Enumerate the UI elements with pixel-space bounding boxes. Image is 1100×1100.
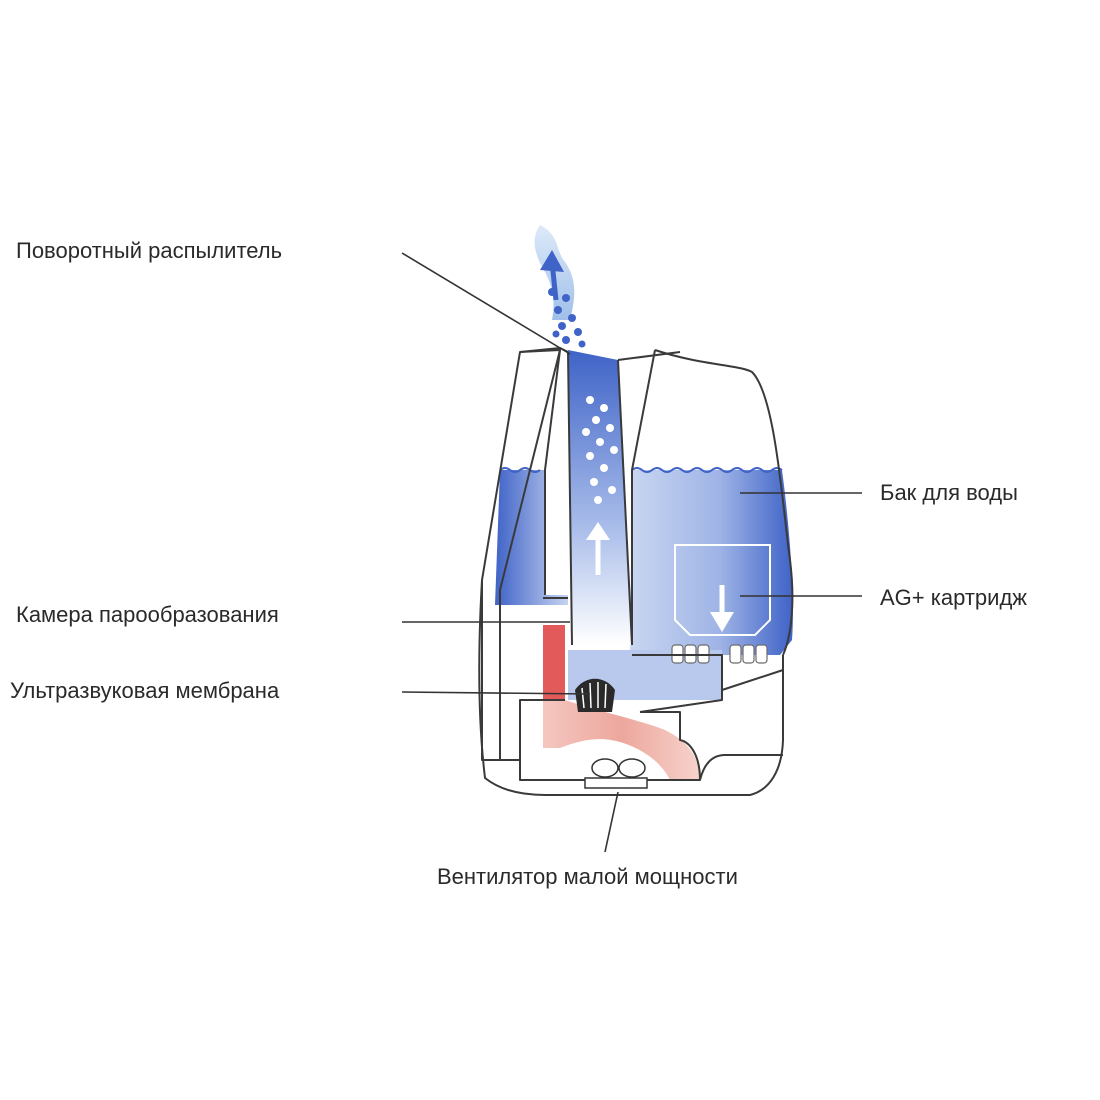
label-fan: Вентилятор малой мощности xyxy=(437,864,738,889)
label-vapor-chamber: Камера парообразования xyxy=(16,602,279,627)
heater-element xyxy=(543,625,565,700)
water-surface xyxy=(631,467,783,473)
leader-fan xyxy=(604,791,619,853)
cartridge-arrow-down-icon xyxy=(710,585,734,632)
tube-arrow-up-icon xyxy=(586,522,610,575)
label-water-tank: Бак для воды xyxy=(880,480,1018,505)
leader-rotary-sprayer xyxy=(401,252,571,355)
mist-droplets xyxy=(548,288,586,348)
membrane-icon xyxy=(575,678,615,712)
fan-icon xyxy=(584,758,648,789)
air-flow xyxy=(543,625,700,780)
water-tank-fill xyxy=(630,470,793,655)
label-rotary-sprayer: Поворотный распылитель xyxy=(16,238,282,263)
leader-ultrasonic-membrane xyxy=(401,691,591,695)
left-water-column xyxy=(495,470,568,605)
tube-bubbles xyxy=(582,396,618,504)
label-ultrasonic-membrane: Ультразвуковая мембрана xyxy=(10,678,280,703)
label-ag-cartridge: AG+ картридж xyxy=(880,585,1027,610)
mist-plume xyxy=(534,225,586,348)
